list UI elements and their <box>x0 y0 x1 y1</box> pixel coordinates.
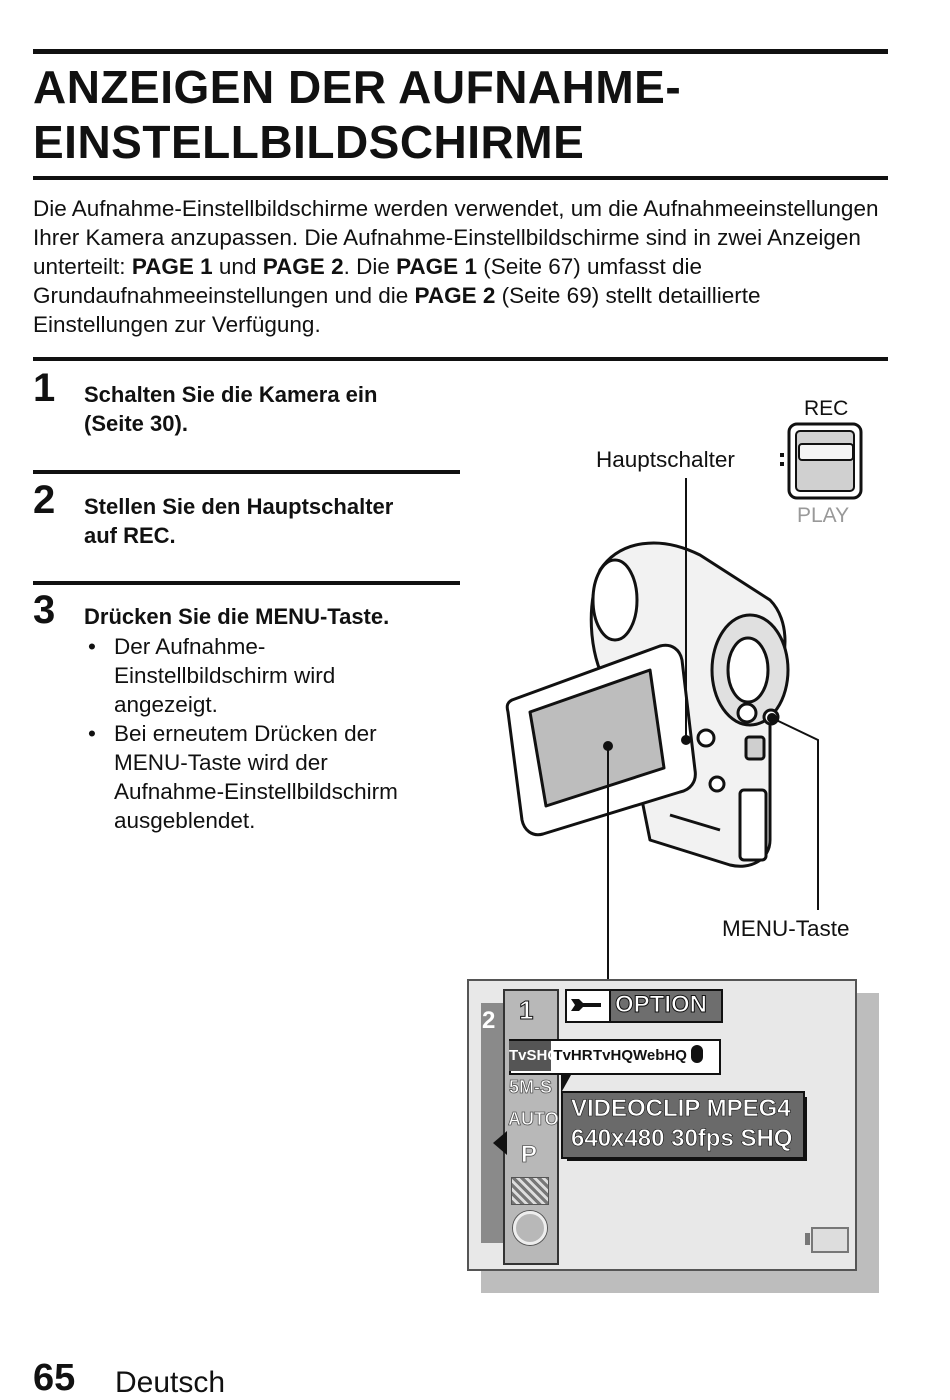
mode-switch-icon <box>780 422 863 500</box>
mode-icon-tv-hq[interactable]: TvHQ <box>593 1047 634 1064</box>
battery-terminal-icon <box>805 1233 810 1245</box>
intro-text: und <box>212 254 263 279</box>
step-3-number: 3 <box>33 588 56 632</box>
main-switch-label: Hauptschalter <box>596 447 735 472</box>
info-line-1: VIDEOCLIP MPEG4 <box>571 1095 791 1123</box>
bullet-line: ausgeblendet. <box>114 808 256 833</box>
info-box <box>561 1091 805 1159</box>
lcd-menu-screen: 2 1 5M-S AUTO P OPTION TvSHQ TvHR TvHQ W… <box>467 979 857 1271</box>
step-line: Drücken Sie die MENU-Taste. <box>84 604 390 629</box>
mode-icon-tv-shq[interactable]: TvSHQ <box>509 1041 559 1071</box>
rec-label: REC <box>804 397 849 420</box>
mic-icon[interactable] <box>691 1045 703 1063</box>
page-2-tab <box>481 1003 503 1243</box>
option-label: OPTION <box>614 991 708 1019</box>
step-2-text: Stellen Sie den Hauptschalter auf REC. <box>84 492 393 550</box>
intro-bold: PAGE 2 <box>262 254 344 279</box>
title-underline <box>33 176 888 180</box>
bullet-line: Aufnahme-Einstellbildschirm <box>114 779 398 804</box>
step-3-bullets: Der Aufnahme- Einstellbildschirm wird an… <box>84 632 454 835</box>
bullet-item: Bei erneutem Drücken der MENU-Taste wird… <box>84 719 454 835</box>
flip-screen-icon <box>505 643 697 837</box>
info-line-2: 640x480 30fps SHQ <box>571 1125 793 1153</box>
pattern-icon[interactable] <box>511 1177 549 1205</box>
step-divider <box>33 470 460 474</box>
title-line-1: ANZEIGEN DER AUFNAHME- <box>33 61 682 113</box>
title-line-2: EINSTELLBILDSCHIRME <box>33 116 585 168</box>
wrench-glyph-icon <box>571 999 601 1011</box>
bullet-item: Der Aufnahme- Einstellbildschirm wird an… <box>84 632 454 719</box>
bullet-line: Bei erneutem Drücken der <box>114 721 377 746</box>
option-header[interactable] <box>609 989 723 1023</box>
step-line: (Seite 30). <box>84 411 188 436</box>
bullet-line: Der Aufnahme- <box>114 634 266 659</box>
bullet-line: Einstellbildschirm wird <box>114 663 336 688</box>
page-1-tab-label: 1 <box>518 995 534 1026</box>
side-icon-5m-s[interactable]: 5M-S <box>509 1077 553 1098</box>
intro-bold: PAGE 1 <box>396 254 477 279</box>
menu-button-label: MENU-Taste <box>722 916 850 941</box>
left-arrow-icon[interactable] <box>493 1131 507 1155</box>
step-line: Schalten Sie die Kamera ein <box>84 382 378 407</box>
step-line: Stellen Sie den Hauptschalter <box>84 494 394 519</box>
self-timer-icon[interactable] <box>513 1211 547 1245</box>
intro-text: (Seite 69) stellt detaillierte Einstellu… <box>33 283 761 337</box>
intro-bold: PAGE 2 <box>414 283 496 308</box>
side-icon-auto[interactable]: AUTO <box>508 1109 559 1130</box>
info-pointer <box>561 1075 571 1093</box>
side-icon-p[interactable]: P <box>521 1141 538 1169</box>
page-title: ANZEIGEN DER AUFNAHME- EINSTELLBILDSCHIR… <box>33 60 893 170</box>
mode-icon-web-hq[interactable]: WebHQ <box>633 1047 687 1064</box>
leader-lines <box>603 478 819 979</box>
intro-text: Die Aufnahme-Einstellbildschirme werden … <box>33 196 879 279</box>
top-rule <box>33 49 888 54</box>
page-2-tab-label: 2 <box>482 1007 496 1034</box>
language-label: Deutsch <box>115 1366 226 1399</box>
step-line: auf REC. <box>84 523 176 548</box>
bullet-line: angezeigt. <box>114 692 218 717</box>
bullet-line: MENU-Taste wird der <box>114 750 328 775</box>
step-3-text: Drücken Sie die MENU-Taste. <box>84 602 389 631</box>
intro-bold: PAGE 1 <box>131 254 213 279</box>
step-1-number: 1 <box>33 366 56 410</box>
intro-text: (Seite 67) umfasst die Grundaufnahmeeins… <box>33 254 703 308</box>
mode-icon-tv-hr[interactable]: TvHR <box>553 1047 593 1064</box>
play-label: PLAY <box>797 504 850 527</box>
section-rule <box>33 357 888 361</box>
page-number: 65 <box>33 1357 76 1399</box>
step-2-number: 2 <box>33 478 56 522</box>
step-divider <box>33 581 460 585</box>
battery-icon <box>811 1227 849 1253</box>
intro-paragraph: Die Aufnahme-Einstellbildschirme werden … <box>33 194 893 339</box>
intro-text: . Die <box>343 254 397 279</box>
step-1-text: Schalten Sie die Kamera ein (Seite 30). <box>84 380 377 438</box>
